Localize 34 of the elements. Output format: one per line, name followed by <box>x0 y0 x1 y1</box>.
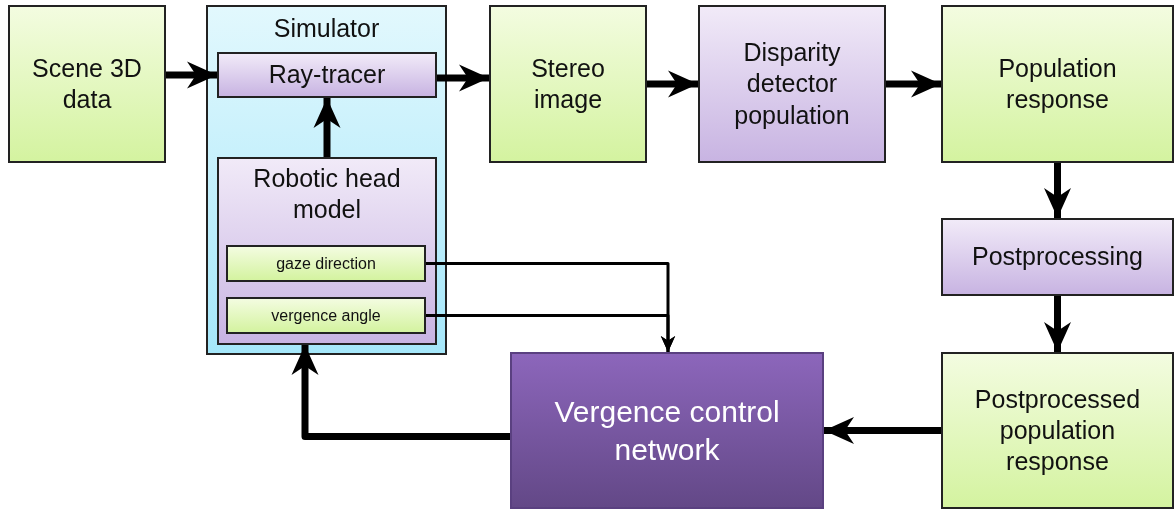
arrow <box>426 314 676 352</box>
process-box <box>698 5 886 163</box>
arrow <box>437 64 489 92</box>
box-label: Robotic head model <box>252 163 402 226</box>
process-box <box>217 157 437 345</box>
process-box <box>8 5 166 163</box>
arrow <box>313 98 341 157</box>
box-label: Population response <box>997 52 1118 115</box>
box-label: Stereo image <box>530 52 606 115</box>
process-box <box>489 5 647 163</box>
arrow <box>824 417 941 444</box>
process-box <box>217 52 437 98</box>
arrow <box>647 70 698 98</box>
box-label: Simulator <box>273 13 380 44</box>
box-label: Vergence control network <box>553 394 781 468</box>
group-box <box>206 5 447 355</box>
process-box <box>510 352 824 509</box>
box-label: Disparity detector population <box>733 37 851 131</box>
process-box <box>941 5 1174 163</box>
box-label: Postprocessed population response <box>973 383 1142 478</box>
arrow <box>291 345 510 440</box>
arrow <box>166 61 217 89</box>
arrow <box>1044 296 1071 352</box>
process-box <box>226 297 426 334</box>
process-box <box>941 352 1174 509</box>
arrow <box>886 70 941 98</box>
box-label: Postprocessing <box>972 241 1143 273</box>
box-label: vergence angle <box>271 305 381 326</box>
box-label: gaze direction <box>276 253 376 274</box>
arrow <box>1044 163 1071 218</box>
box-label: Scene 3D data <box>32 52 142 115</box>
process-box <box>941 218 1174 296</box>
box-label: Ray-tracer <box>268 59 386 91</box>
process-box <box>226 245 426 282</box>
